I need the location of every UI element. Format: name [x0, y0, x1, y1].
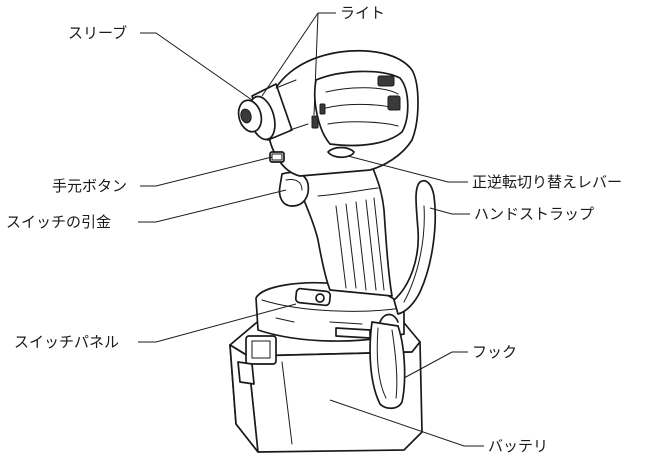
sleeve-part	[237, 79, 326, 141]
label-switch-panel: スイッチパネル	[14, 333, 120, 351]
tool-base	[255, 281, 405, 342]
tool-grip	[295, 165, 393, 297]
label-trigger: スイッチの引金	[6, 213, 112, 231]
label-battery: バッテリ	[488, 437, 549, 455]
label-hand-button: 手元ボタン	[52, 177, 128, 195]
hook-part	[369, 313, 406, 410]
label-hook: フック	[472, 343, 518, 361]
label-reverse-lever: 正逆転切り替えレバー	[472, 173, 623, 191]
label-hand-strap: ハンドストラップ	[474, 205, 595, 223]
label-light: ライト	[340, 4, 386, 22]
trigger-part	[278, 171, 310, 207]
label-sleeve: スリーブ	[68, 24, 128, 42]
hand-strap-loop	[393, 179, 437, 315]
tool-body	[267, 49, 419, 177]
leader-lines	[138, 12, 484, 447]
